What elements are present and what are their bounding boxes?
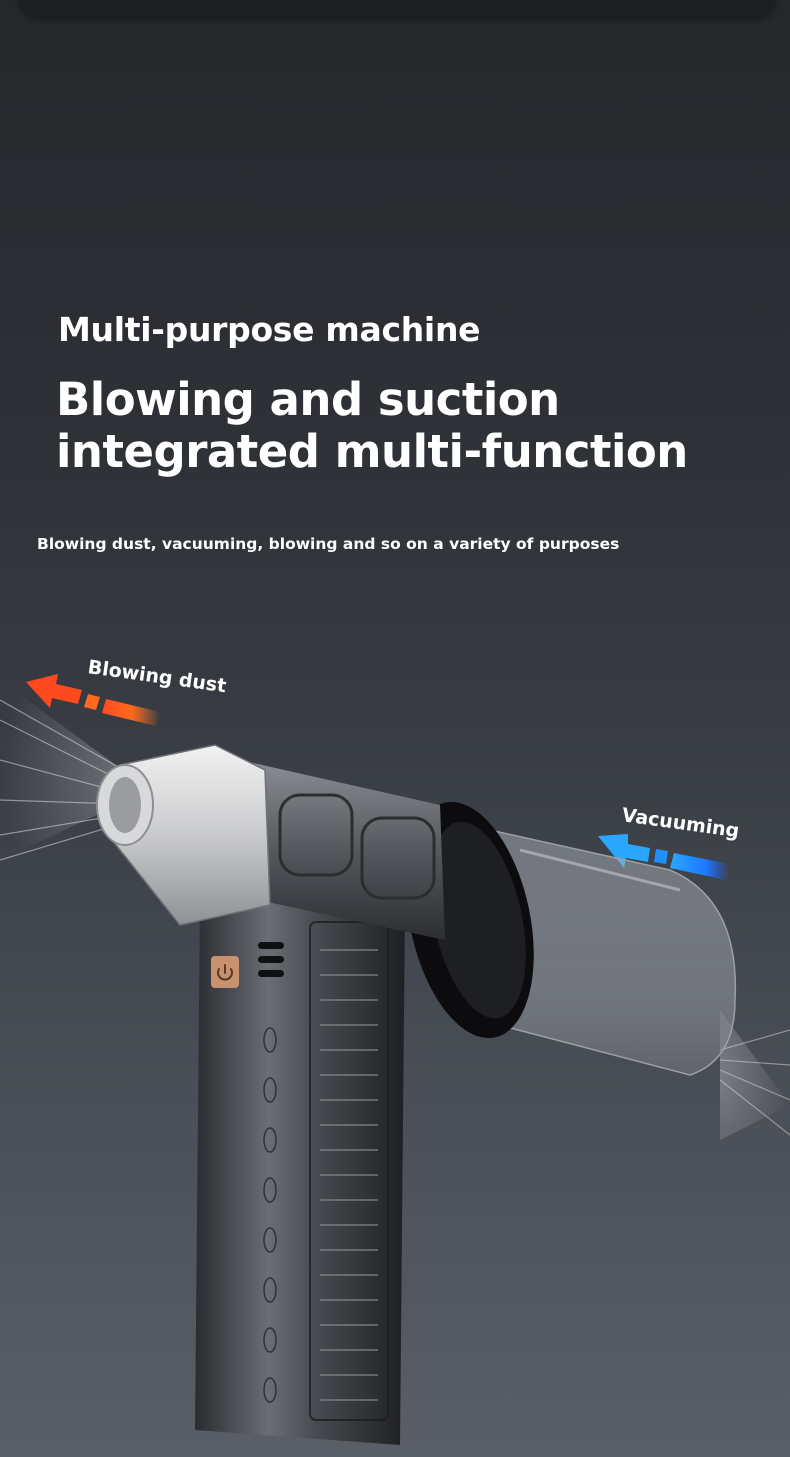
motor-body (235, 760, 445, 940)
headline-line-2: integrated multi-function (56, 425, 688, 478)
headline-line-1: Blowing and suction (56, 373, 560, 426)
vacuum-arrow-icon (598, 834, 730, 880)
description: Blowing dust, vacuuming, blowing and so … (37, 535, 620, 553)
air-spray-left (0, 680, 151, 861)
handle (195, 900, 405, 1445)
blow-arrow-icon (26, 674, 160, 726)
dust-canister (479, 829, 737, 1076)
nozzle (96, 744, 271, 926)
product-illustration (0, 674, 790, 1445)
headline: Blowing and suction integrated multi-fun… (56, 374, 688, 478)
air-spray-right (719, 1010, 790, 1140)
power-button-icon (211, 956, 239, 988)
eyebrow-title: Multi-purpose machine (58, 310, 481, 349)
top-bar (18, 0, 776, 18)
